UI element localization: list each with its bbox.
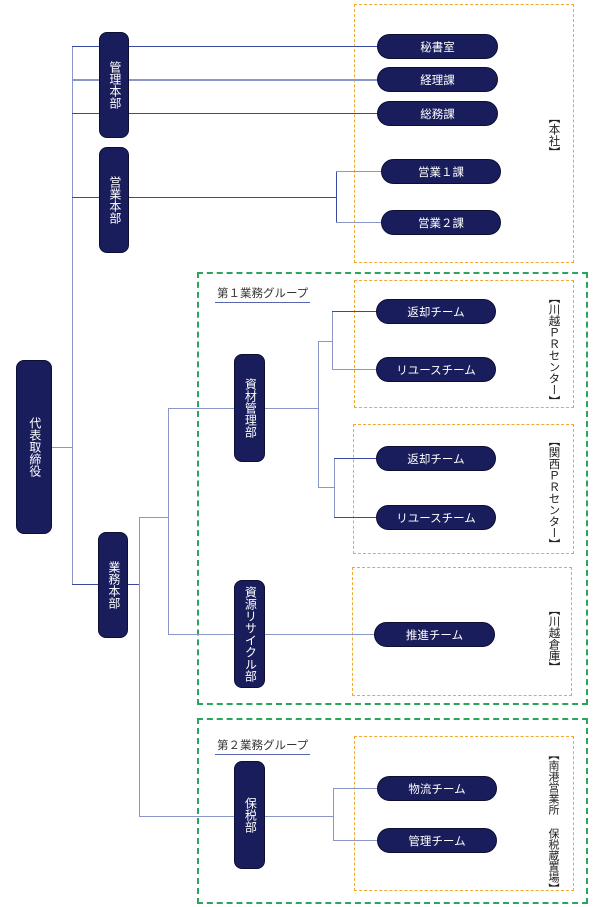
team-kansai-henkyaku[interactable]: 返却チーム bbox=[376, 446, 496, 471]
location-label-kansai-pr: 【関西ＰＲセンター】 bbox=[547, 435, 562, 550]
connector bbox=[336, 171, 382, 172]
connector bbox=[139, 517, 169, 518]
connector bbox=[72, 46, 382, 47]
connector bbox=[336, 171, 337, 223]
unit-keiri[interactable]: 経理課 bbox=[377, 67, 498, 92]
connector bbox=[318, 341, 319, 488]
location-label-nanko: 【南港営業所 保税蔵置場】 bbox=[547, 749, 560, 894]
connector bbox=[332, 369, 378, 370]
unit-eigyo-2[interactable]: 営業２課 bbox=[381, 210, 501, 235]
division-gyomu[interactable]: 業務本部 bbox=[98, 532, 128, 638]
connector bbox=[72, 79, 382, 81]
kansai-pr-site-box bbox=[353, 424, 574, 554]
connector bbox=[332, 311, 378, 312]
connector bbox=[334, 458, 335, 517]
location-label-kawagoe-warehouse: 【川越倉庫】 bbox=[547, 604, 562, 673]
division-eigyo[interactable]: 営業本部 bbox=[99, 147, 129, 253]
connector bbox=[168, 634, 378, 635]
connector bbox=[332, 311, 333, 370]
connector bbox=[139, 517, 140, 817]
root-node-ceo[interactable]: 代表取締役 bbox=[16, 360, 52, 534]
location-label-honsha: 【本社】 bbox=[547, 112, 562, 158]
nanko-site-box bbox=[354, 736, 574, 891]
kawagoe-pr-site-box bbox=[354, 280, 574, 408]
kawagoe-warehouse-site-box bbox=[352, 567, 572, 696]
connector bbox=[336, 222, 382, 223]
connector bbox=[318, 487, 334, 488]
connector bbox=[318, 341, 333, 342]
connector bbox=[333, 788, 379, 789]
unit-somu[interactable]: 総務課 bbox=[377, 101, 498, 126]
department-shigen-recycle[interactable]: 資源リサイクル部 bbox=[234, 580, 265, 688]
location-label-kawagoe-pr: 【川越ＰＲセンター】 bbox=[547, 292, 562, 407]
connector bbox=[333, 788, 334, 841]
team-kanri[interactable]: 管理チーム bbox=[377, 828, 497, 853]
connector bbox=[72, 197, 336, 198]
group1-box bbox=[197, 272, 588, 705]
team-butsuryu[interactable]: 物流チーム bbox=[377, 776, 497, 801]
department-hozei[interactable]: 保税部 bbox=[234, 761, 265, 869]
connector bbox=[334, 458, 378, 459]
connector bbox=[51, 447, 73, 448]
group2-title: 第２業務グループ bbox=[215, 737, 311, 755]
unit-eigyo-1[interactable]: 営業１課 bbox=[381, 159, 501, 184]
unit-hishoshitsu[interactable]: 秘書室 bbox=[377, 34, 498, 59]
division-kanri[interactable]: 管理本部 bbox=[99, 32, 129, 138]
group2-box bbox=[197, 718, 588, 904]
group1-title: 第１業務グループ bbox=[215, 285, 311, 303]
team-suishin[interactable]: 推進チーム bbox=[374, 622, 495, 647]
connector bbox=[334, 517, 378, 518]
connector bbox=[168, 408, 169, 635]
team-kawagoe-henkyaku[interactable]: 返却チーム bbox=[376, 299, 496, 324]
connector bbox=[72, 113, 382, 114]
connector bbox=[333, 840, 379, 841]
connector bbox=[72, 46, 73, 584]
department-shizai-kanri[interactable]: 資材管理部 bbox=[234, 354, 265, 462]
honsha-site-box bbox=[354, 4, 574, 263]
team-kawagoe-reuse[interactable]: リユースチーム bbox=[376, 357, 496, 382]
team-kansai-reuse[interactable]: リユースチーム bbox=[376, 505, 496, 530]
